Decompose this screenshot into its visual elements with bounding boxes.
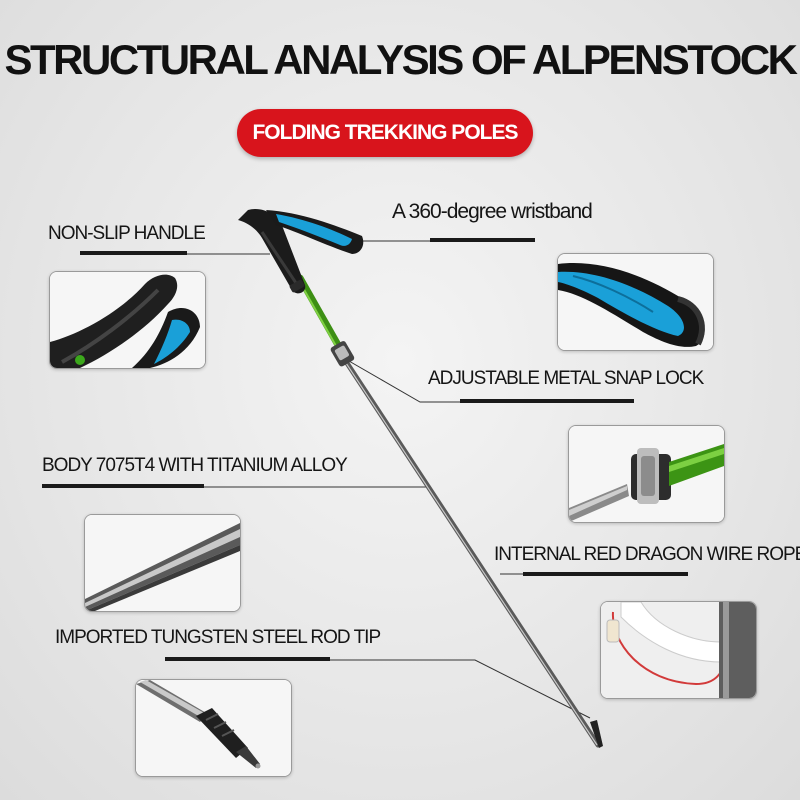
- shaft-closeup-illustration: [85, 515, 240, 611]
- photo-handle-detail: [49, 271, 206, 369]
- photo-rod-tip-detail: [135, 679, 292, 777]
- label-snap-lock: ADJUSTABLE METAL SNAP LOCK: [428, 368, 704, 389]
- photo-wristband-detail: [557, 253, 714, 351]
- subtitle-badge: FOLDING TREKKING POLES: [237, 109, 533, 157]
- leader-rod-tip: [330, 659, 591, 719]
- underline-body: [42, 484, 204, 488]
- pole-tip: [590, 720, 603, 748]
- snap-lock-closeup-illustration: [569, 426, 724, 522]
- handle-grip: [238, 208, 306, 294]
- photo-snap-lock-detail: [568, 425, 725, 523]
- label-wristband: A 360-degree wristband: [392, 200, 593, 223]
- label-wire-rope: INTERNAL RED DRAGON WIRE ROPE: [494, 544, 800, 565]
- photo-body-detail: [84, 514, 241, 612]
- label-body: BODY 7075T4 WITH TITANIUM ALLOY: [42, 455, 348, 476]
- handle-closeup-illustration: [50, 272, 205, 368]
- wire-rope-closeup-illustration: [601, 602, 756, 698]
- label-non-slip-handle: NON-SLIP HANDLE: [48, 223, 206, 244]
- page-title: STRUCTURAL ANALYSIS OF ALPENSTOCK: [4, 36, 798, 83]
- wristband-closeup-illustration: [558, 254, 713, 350]
- underline-rod-tip: [165, 657, 330, 661]
- photo-wire-rope-detail: [600, 601, 757, 699]
- snap-lock-clamp: [330, 341, 355, 367]
- rod-tip-closeup-illustration: [136, 680, 291, 776]
- label-rod-tip: IMPORTED TUNGSTEN STEEL ROD TIP: [55, 627, 381, 648]
- underline-wristband: [430, 238, 535, 242]
- wrist-strap: [266, 210, 364, 254]
- pole-upper-shaft: [296, 274, 346, 356]
- underline-handle: [80, 251, 187, 255]
- underline-snap-lock: [460, 399, 634, 403]
- underline-wire-rope: [523, 572, 688, 576]
